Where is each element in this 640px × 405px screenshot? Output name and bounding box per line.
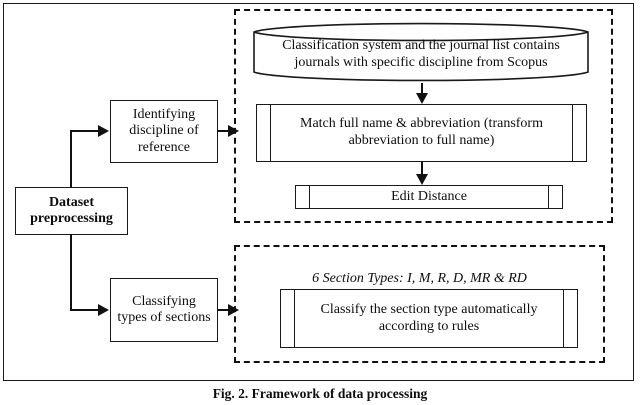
left-rail [309,186,310,208]
arrowhead-db-to-match [415,93,428,104]
left-rail [294,290,295,347]
journal-database-cylinder: Classification system and the journal li… [252,21,590,83]
section-types-note: 6 Section Types: I, M, R, D, MR & RD [312,271,527,286]
connector-dataset-to-identifying [70,130,99,133]
arrowhead-match-to-edit [415,174,428,185]
classifying-sections-label: Classifying types of sections [117,293,211,325]
edit-distance-label: Edit Distance [391,188,467,204]
match-full-name-box: Match full name & abbreviation (transfor… [256,104,587,162]
left-rail [270,105,271,161]
right-rail [572,105,573,161]
match-full-name-label: Match full name & abbreviation (transfor… [300,116,543,148]
classify-section-rules-label: Classify the section type automatically … [320,301,538,334]
dashed-group-discipline-pipeline [234,9,613,223]
arrowhead-classifying-to-group [228,303,239,316]
dataset-preprocessing-label: Dataset preprocessing [30,194,113,226]
classify-section-rules-box: Classify the section type automatically … [280,289,578,348]
connector-dataset-up-stem [70,131,73,188]
right-rail [563,290,564,347]
cylinder-shape [253,22,589,82]
identifying-discipline-box: Identifying discipline of reference [110,100,218,163]
identifying-discipline-label: Identifying discipline of reference [129,107,199,155]
connector-identifying-to-group [218,130,230,133]
arrowhead-dataset-to-identifying [98,124,109,137]
dataset-preprocessing-box: Dataset preprocessing [15,187,128,235]
figure-caption: Fig. 2. Framework of data processing [212,386,428,401]
connector-dataset-to-classifying [70,309,99,312]
connector-db-to-match [421,83,424,95]
right-rail [548,186,549,208]
classifying-sections-box: Classifying types of sections [110,278,218,342]
connector-match-to-edit [421,162,424,175]
arrowhead-identifying-to-group [228,124,239,137]
edit-distance-box: Edit Distance [295,185,563,209]
connector-classifying-to-group [218,309,230,312]
journal-database-label: Classification system and the journal li… [282,37,560,70]
connector-dataset-down-stem [70,234,73,311]
arrowhead-dataset-to-classifying [98,303,109,316]
